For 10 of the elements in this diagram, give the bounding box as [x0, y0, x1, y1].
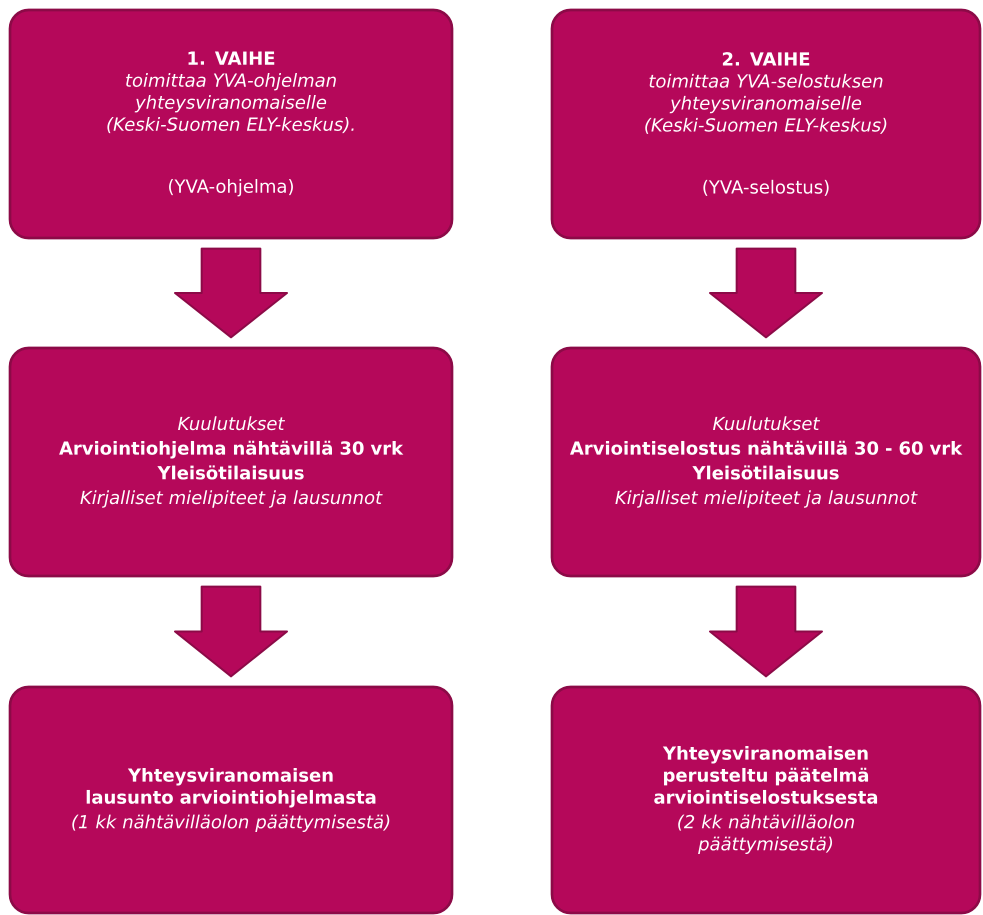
- process-box: Yhteysviranomaisen lausunto arviointiohjelmasta (1 kk nähtävilläolon päättymisestä): [8, 686, 454, 914]
- process-box: Kuulutukset Arviointiselostus nähtävillä 30 - 60 vrk Yleisötilaisuus Kirjalliset mielipiteet ja lausunnot: [550, 346, 982, 578]
- block-arrow: [174, 248, 288, 338]
- block-arrow: [174, 586, 288, 678]
- block-arrow: [709, 248, 823, 338]
- process-box: 2. VAIHE toimittaa YVA-selostuksen yhteysviranomaiselle (Keski-Suomen ELY-keskus) (YVA-selostus): [550, 8, 982, 240]
- process-box: Kuulutukset Arviointiohjelma nähtävillä 30 vrk Yleisötilaisuus Kirjalliset mielipiteet ja lausunnot: [8, 346, 454, 578]
- process-box: Yhteysviranomaisen perusteltu päätelmä arviointiselostuksesta (2 kk nähtävilläolon päättymisestä): [550, 686, 982, 914]
- block-arrow: [709, 586, 823, 678]
- process-box: 1. VAIHE toimittaa YVA-ohjelman yhteysviranomaiselle (Keski-Suomen ELY-keskus). (YVA-ohjelma): [8, 8, 454, 240]
